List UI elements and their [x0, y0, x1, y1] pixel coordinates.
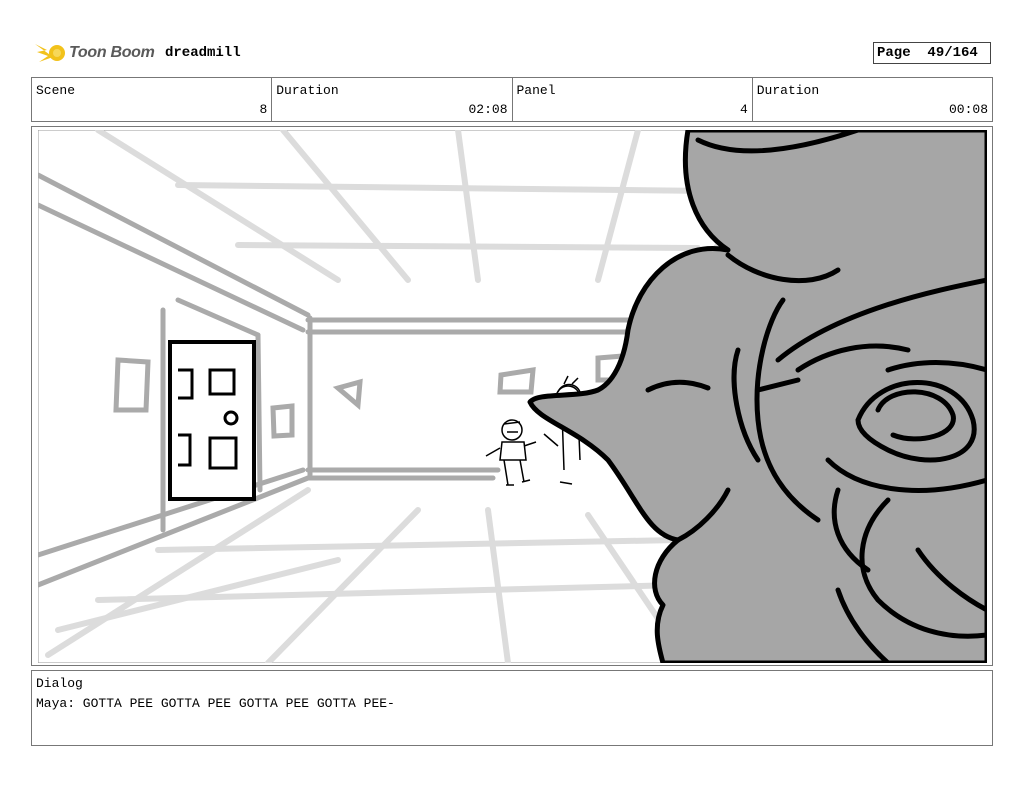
logo-text: Toon Boom — [69, 44, 155, 61]
scene-value: 8 — [259, 102, 268, 117]
duration-label: Duration — [276, 83, 339, 98]
panel-duration-label: Duration — [756, 83, 820, 98]
toon-boom-logo: Toon Boom — [33, 38, 163, 68]
duration-cell: Duration 02:08 — [272, 78, 513, 121]
dialog-label: Dialog — [36, 676, 83, 691]
dialog-box: Dialog Maya: GOTTA PEE GOTTA PEE GOTTA P… — [31, 670, 993, 746]
door-drawing — [168, 340, 256, 501]
panel-duration-cell: Duration 00:08 — [753, 78, 992, 121]
foreground-hair-silhouette — [527, 130, 987, 663]
storyboard-panel — [31, 126, 993, 666]
hallway-walls — [38, 172, 651, 588]
project-name: dreadmill — [165, 45, 241, 61]
dialog-text: Maya: GOTTA PEE GOTTA PEE GOTTA PEE GOTT… — [36, 696, 395, 711]
panel-sketch — [38, 130, 987, 663]
panel-label: Panel — [516, 83, 556, 98]
toon-boom-logo-icon — [35, 44, 65, 62]
panel-value: 4 — [739, 102, 748, 117]
scene-cell: Scene 8 — [32, 78, 273, 121]
panel-info-row: Scene 8 Duration 02:08 Panel 4 Duration … — [31, 77, 993, 122]
scene-label: Scene — [36, 83, 76, 98]
storyboard-header: Toon Boom dreadmill Page 49/164 — [31, 36, 993, 70]
page-indicator: Page 49/164 — [873, 42, 991, 64]
panel-cell: Panel 4 — [513, 78, 753, 121]
duration-value: 02:08 — [468, 102, 508, 117]
page-value: 49/164 — [927, 45, 978, 61]
panel-duration-value: 00:08 — [948, 102, 988, 117]
page-label: Page — [877, 45, 911, 61]
